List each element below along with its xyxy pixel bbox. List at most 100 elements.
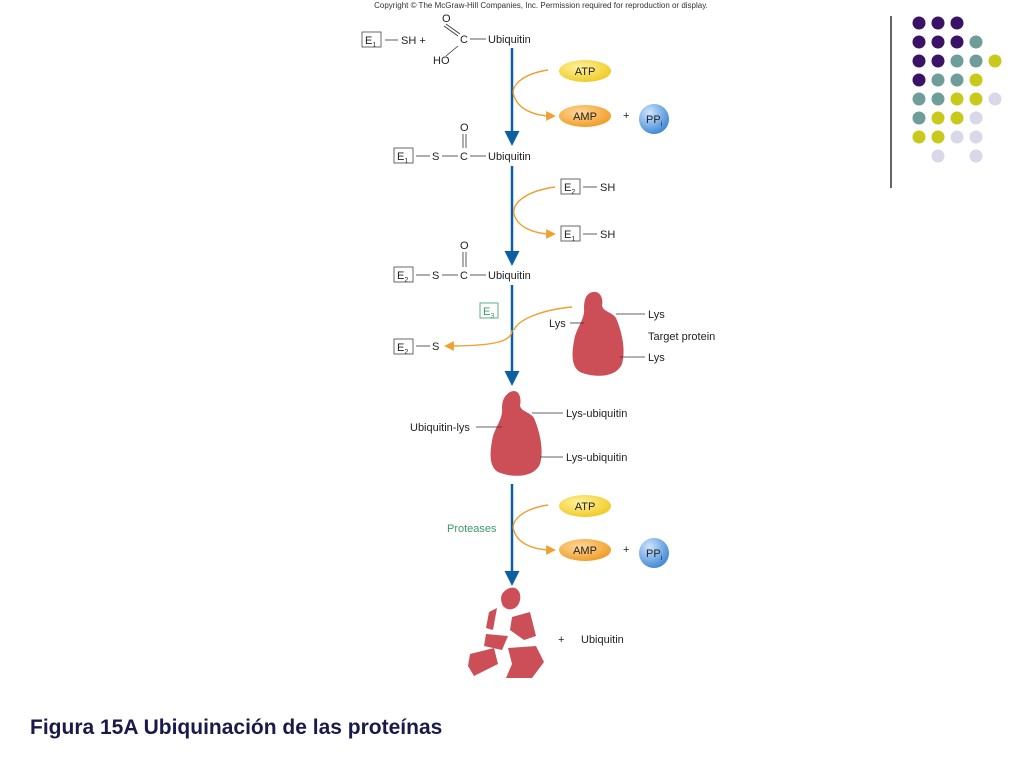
pp-ball-2 [639, 538, 669, 568]
svg-text:PPi: PPi [646, 114, 663, 128]
pp-ball-1 [639, 104, 669, 134]
decor-dot [950, 54, 964, 68]
decor-dot [969, 35, 983, 49]
amp-pill-2 [559, 539, 611, 561]
svg-text:S: S [432, 151, 439, 163]
atp-pill-1 [559, 60, 611, 82]
amp-label-2: AMP [573, 545, 597, 557]
decor-dot [912, 35, 926, 49]
svg-text:SH: SH [600, 182, 615, 194]
e3-enzyme: E3 [479, 302, 499, 320]
svg-text:C: C [460, 270, 468, 282]
pp-label-2: PP [646, 548, 661, 560]
decor-dot [912, 111, 926, 125]
decor-dot [912, 54, 926, 68]
enzyme-e1-label: E [365, 35, 372, 47]
enzyme-e1-box [361, 31, 382, 48]
amp-pill-1 [559, 105, 611, 127]
svg-text:Ubiquitin: Ubiquitin [488, 151, 531, 163]
decor-dot [931, 54, 945, 68]
svg-text:SH: SH [600, 229, 615, 241]
decor-dot [931, 16, 945, 30]
decor-dot [931, 92, 945, 106]
decor-dot [988, 92, 1002, 106]
lys-label-top: Lys [648, 309, 665, 321]
ubiquitin-lys-label: Ubiquitin-lys [410, 422, 470, 434]
svg-text:PPi: PPi [646, 548, 663, 562]
proteases-label: Proteases [447, 523, 497, 535]
decor-dot [931, 130, 945, 144]
decor-dot [912, 73, 926, 87]
decor-dot [950, 16, 964, 30]
atp-label-2: ATP [575, 501, 596, 513]
decor-dot [969, 92, 983, 106]
e1-sh-product: E1 SH [560, 225, 615, 243]
sh-plus-label: SH + [401, 35, 426, 47]
e2-s-product: E2 S [393, 338, 439, 356]
side-arrow-atp-amp-2 [512, 504, 556, 555]
step1-reactants: E1 SH + O C HO Ubiquitin [361, 13, 531, 67]
svg-text:E1: E1 [397, 151, 408, 165]
decor-dot [931, 149, 945, 163]
pp-label-1: PP [646, 114, 661, 126]
decor-dot [950, 111, 964, 125]
target-protein-incoming-arrow [513, 306, 573, 331]
decor-dot [969, 54, 983, 68]
target-protein-label: Target protein [648, 331, 715, 343]
e1-thioester: E1 S O C Ubiquitin [393, 122, 531, 165]
ubiquitinated-protein-shape [490, 390, 542, 476]
protein-fragments [468, 587, 544, 678]
lys-ubiquitin-label-bottom: Lys-ubiquitin [566, 452, 627, 464]
svg-text:O: O [460, 122, 469, 134]
side-arrow-e2-e1 [513, 186, 556, 239]
lys-label-bottom: Lys [648, 352, 665, 364]
decor-dot [950, 35, 964, 49]
plus-sign-3: + [558, 634, 564, 646]
plus-sign-1: + [623, 110, 629, 122]
svg-text:S: S [432, 270, 439, 282]
decor-dot [931, 35, 945, 49]
decor-dot [969, 149, 983, 163]
atp-pill-2 [559, 495, 611, 517]
e2-sh-reactant: E2 SH [560, 178, 615, 196]
svg-text:S: S [432, 341, 439, 353]
svg-text:E2: E2 [564, 182, 575, 196]
amp-label-1: AMP [573, 111, 597, 123]
decor-dot [931, 73, 945, 87]
lys-ubiquitin-label-top: Lys-ubiquitin [566, 408, 627, 420]
lys-label-left: Lys [549, 318, 566, 330]
decor-dot [969, 73, 983, 87]
decor-dot [988, 54, 1002, 68]
carbon-label: C [460, 34, 468, 46]
side-arrow-atp-amp-1 [512, 69, 556, 121]
svg-text:O: O [460, 240, 469, 252]
oxygen-label: O [442, 13, 451, 25]
svg-text:E3: E3 [483, 306, 494, 320]
decor-dot [912, 16, 926, 30]
decor-dot [950, 130, 964, 144]
target-protein-shape [572, 291, 624, 376]
decor-dot [969, 130, 983, 144]
svg-text:E1: E1 [564, 229, 575, 243]
e2-thioester: E2 S O C Ubiquitin [393, 240, 531, 284]
free-ubiquitin-label: Ubiquitin [581, 634, 624, 646]
svg-text:Ubiquitin: Ubiquitin [488, 270, 531, 282]
figure-caption: Figura 15A Ubiquinación de las proteínas [30, 716, 443, 739]
ubiquitin-label: Ubiquitin [488, 34, 531, 46]
decor-dot [912, 92, 926, 106]
copyright-notice: Copyright © The McGraw-Hill Companies, I… [374, 1, 708, 10]
decor-dot [969, 111, 983, 125]
decor-dot [912, 130, 926, 144]
svg-text:E2: E2 [397, 270, 408, 284]
svg-text:E2: E2 [397, 342, 408, 356]
plus-sign-2: + [623, 544, 629, 556]
decor-dot [950, 92, 964, 106]
atp-label-1: ATP [575, 66, 596, 78]
decor-dot [950, 73, 964, 87]
e2-s-release-arrow [444, 329, 513, 351]
decor-dot [931, 111, 945, 125]
svg-text:E1: E1 [365, 35, 376, 49]
decor-dot-grid [912, 16, 1002, 163]
hydroxyl-label: HO [433, 55, 450, 67]
